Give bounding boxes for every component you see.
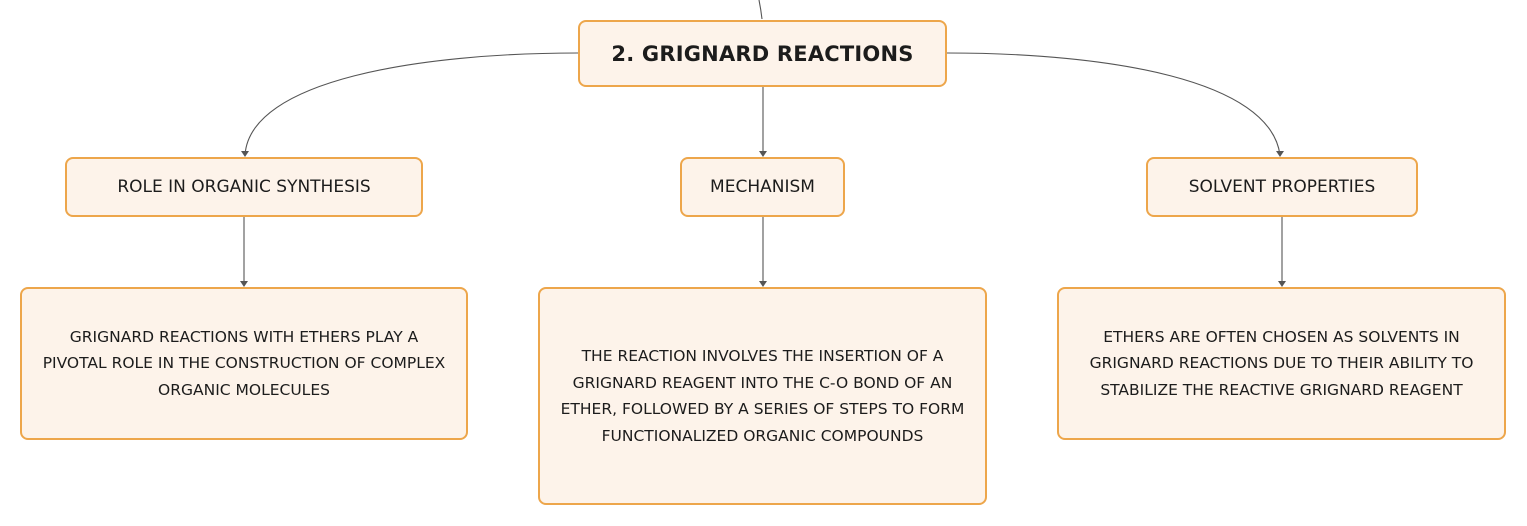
branch-node-label: SOLVENT PROPERTIES bbox=[1188, 177, 1376, 197]
connector-root-to-solvent bbox=[946, 52, 1281, 156]
detail-node-role-in-organic-synthesis[interactable]: GRIGNARD REACTIONS WITH ETHERS PLAY A PI… bbox=[20, 287, 468, 440]
branch-node-label: MECHANISM bbox=[710, 177, 815, 197]
detail-node-mechanism[interactable]: THE REACTION INVOLVES THE INSERTION OF A… bbox=[538, 287, 987, 505]
root-node-title: 2. GRIGNARD REACTIONS bbox=[611, 41, 914, 66]
detail-node-text: ETHERS ARE OFTEN CHOSEN AS SOLVENTS IN G… bbox=[1089, 327, 1474, 399]
arrowhead-role bbox=[241, 151, 249, 157]
detail-node-solvent-properties[interactable]: ETHERS ARE OFTEN CHOSEN AS SOLVENTS IN G… bbox=[1057, 287, 1506, 440]
branch-node-role-in-organic-synthesis[interactable]: ROLE IN ORGANIC SYNTHESIS bbox=[65, 157, 423, 217]
branch-node-mechanism[interactable]: MECHANISM bbox=[680, 157, 845, 217]
arrowhead-solvent-detail bbox=[1278, 281, 1286, 287]
connector-root-to-role bbox=[244, 52, 579, 156]
arrowhead-mechanism-detail bbox=[759, 281, 767, 287]
arrowhead-role-detail bbox=[240, 281, 248, 287]
connector-parent-to-root bbox=[758, 0, 763, 20]
detail-node-text: GRIGNARD REACTIONS WITH ETHERS PLAY A PI… bbox=[42, 327, 446, 399]
detail-node-text: THE REACTION INVOLVES THE INSERTION OF A… bbox=[560, 347, 965, 445]
branch-node-solvent-properties[interactable]: SOLVENT PROPERTIES bbox=[1146, 157, 1418, 217]
root-node[interactable]: 2. GRIGNARD REACTIONS bbox=[578, 20, 947, 87]
arrowhead-solvent bbox=[1276, 151, 1284, 157]
branch-node-label: ROLE IN ORGANIC SYNTHESIS bbox=[117, 177, 371, 197]
arrowhead-mechanism bbox=[759, 151, 767, 157]
